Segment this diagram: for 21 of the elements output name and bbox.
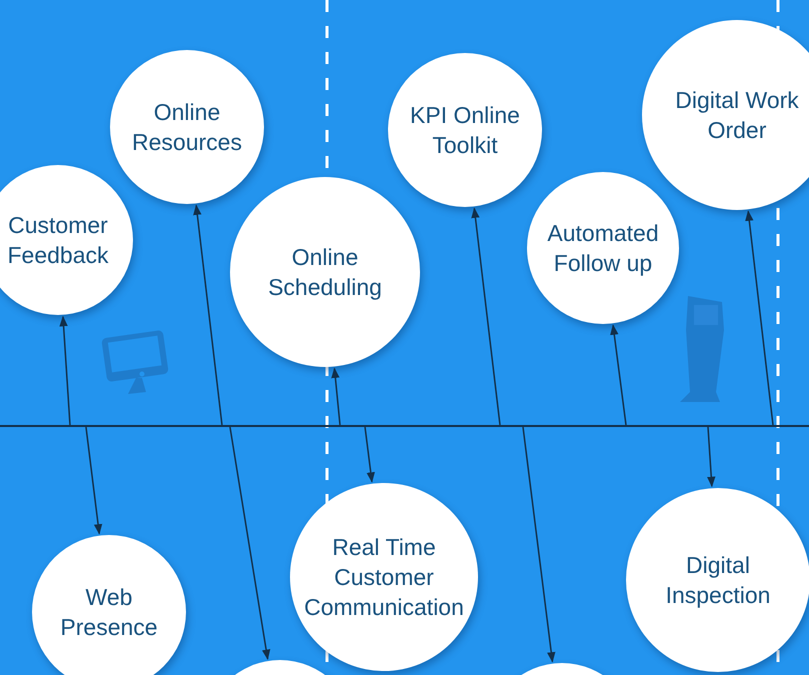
arrow: [193, 204, 223, 426]
arrow: [522, 426, 556, 663]
arrow: [707, 426, 716, 488]
topic-label: Automated Follow up: [546, 219, 660, 278]
topic-label: Online Scheduling: [267, 243, 383, 302]
arrow: [229, 426, 270, 660]
topic-label: Digital Inspection: [664, 551, 772, 610]
arrow: [610, 324, 627, 426]
arrow: [364, 426, 375, 483]
arrow: [59, 316, 71, 426]
arrow: [745, 210, 774, 426]
arrow: [331, 368, 341, 426]
topic-circle: [0, 165, 133, 315]
topic-label: Customer Feedback: [6, 211, 110, 270]
topic-label: Real Time Customer Communication: [303, 533, 465, 622]
topic-label: KPI Online Toolkit: [409, 101, 521, 160]
arrow: [85, 426, 102, 535]
topic-label: Web Presence: [59, 583, 159, 642]
topic-label: Digital Work Order: [674, 86, 800, 145]
topic-label: Online Resources: [131, 98, 243, 157]
arrow: [471, 207, 501, 426]
